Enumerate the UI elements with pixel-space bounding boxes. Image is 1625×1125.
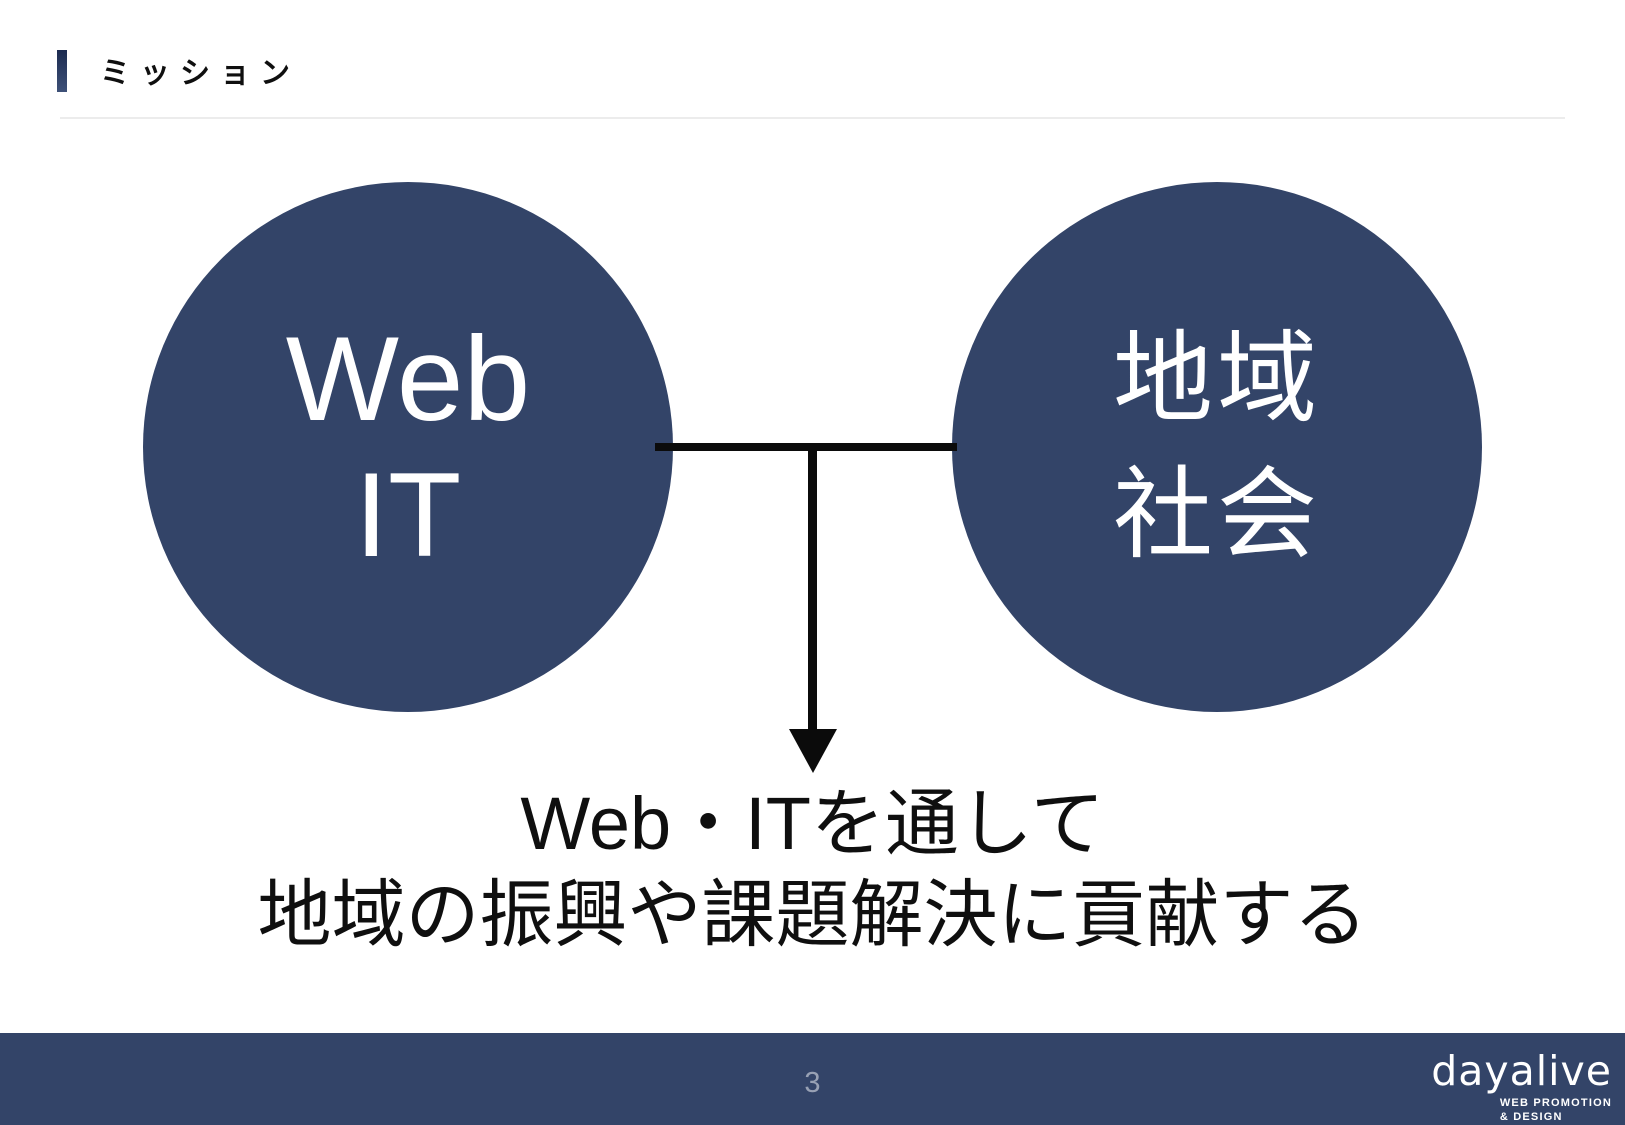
- page-title: ミッション: [100, 57, 300, 90]
- logo-tagline-line-2: & DESIGN: [1499, 1111, 1563, 1123]
- community-circle: 地域 社会: [952, 182, 1482, 712]
- connector-vertical-line: [808, 443, 817, 731]
- community-circle-line-2: 社会: [1113, 459, 1321, 571]
- arrow-down-icon: [789, 729, 837, 773]
- logo-wordmark: dayalive: [1431, 1047, 1612, 1095]
- footer-bar: 3 dayalive WEB PROMOTION & DESIGN: [0, 1033, 1625, 1125]
- dayalive-logo: dayalive WEB PROMOTION & DESIGN: [1431, 1051, 1612, 1125]
- page-number: 3: [804, 1067, 821, 1099]
- logo-tagline-line-1: WEB PROMOTION: [1499, 1097, 1612, 1109]
- mission-line-2: 地域の振興や課題解決に貢献する: [257, 873, 1368, 956]
- mission-line-1: Web・ITを通して: [520, 782, 1105, 865]
- community-circle-line-1: 地域: [1113, 323, 1321, 435]
- web-it-circle-line-2: IT: [354, 448, 462, 582]
- connector-horizontal-line: [655, 443, 957, 451]
- web-it-circle-line-1: Web: [285, 312, 531, 446]
- mission-statement: Web・ITを通して 地域の振興や課題解決に貢献する: [0, 778, 1625, 960]
- web-it-circle: Web IT: [143, 182, 673, 712]
- logo-tagline: WEB PROMOTION & DESIGN: [1500, 1096, 1612, 1124]
- title-accent-bar: [57, 50, 67, 92]
- header-divider: [60, 117, 1565, 119]
